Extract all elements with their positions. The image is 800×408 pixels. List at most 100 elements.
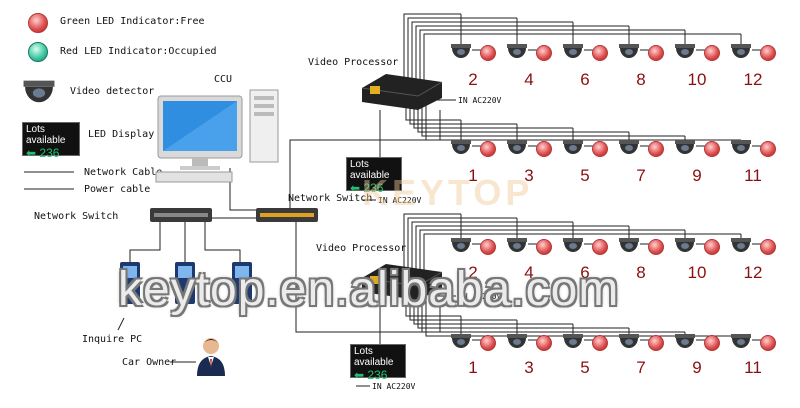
bay-led-indicator — [592, 45, 608, 61]
bay-led-indicator — [648, 141, 664, 157]
bay-bus-wire — [417, 290, 629, 329]
led-display-top: Lots available ⬅ 236 — [346, 157, 402, 195]
video-detector-icon — [731, 140, 751, 154]
bay-led-indicator — [648, 335, 664, 351]
bay-bus-wire — [409, 290, 517, 321]
video-detector-icon — [563, 140, 583, 154]
video-detector-icon — [731, 334, 751, 348]
display-title: Lots available — [26, 124, 66, 146]
bay-number: 2 — [468, 70, 478, 89]
display-value: ⬅ 236 — [26, 146, 60, 160]
vp-bottom-power-label: IN AC220V — [458, 292, 502, 301]
car-owner-icon — [197, 338, 225, 376]
watermark: keytop.en.alibaba.com — [118, 263, 620, 316]
bay-led-indicator — [704, 335, 720, 351]
bay-bus-wire — [403, 13, 461, 100]
video-processor-bottom-icon — [362, 264, 442, 300]
bay-number: 7 — [636, 166, 646, 185]
bay-bus-wire — [419, 29, 685, 100]
legend-network-cable-label: Network Cable — [84, 167, 163, 178]
display-title: Lots available — [350, 159, 390, 181]
bay-led-indicator — [648, 239, 664, 255]
bay-number: 1 — [468, 166, 478, 185]
inquire-pc-icon — [175, 262, 195, 304]
bay-bus-wire — [425, 100, 741, 141]
video-detector-icon — [451, 238, 471, 252]
video-detector-icon — [675, 44, 695, 58]
bay-number: 9 — [692, 166, 702, 185]
network-switch-left-icon — [150, 208, 212, 222]
bay-number: 3 — [524, 358, 534, 377]
video-detector-icon — [675, 140, 695, 154]
bay-number: 8 — [636, 263, 646, 282]
bay-led-indicator — [648, 45, 664, 61]
video-detector-icon — [563, 238, 583, 252]
network-switch-left-label: Network Switch — [34, 211, 119, 222]
bay-number: 8 — [636, 70, 646, 89]
bay-number: 7 — [636, 358, 646, 377]
bay-number: 3 — [524, 166, 534, 185]
bay-number: 1 — [468, 358, 478, 377]
video-detector-icon — [619, 334, 639, 348]
bay-led-indicator — [480, 239, 496, 255]
bay-bus-wire — [415, 25, 629, 100]
video-detector-icon — [675, 334, 695, 348]
bay-led-indicator — [704, 141, 720, 157]
legend-led-display: Lots available ⬅ 236 — [22, 122, 80, 160]
bay-bus-wire — [411, 221, 573, 290]
display-count: 236 — [39, 146, 60, 160]
video-detector-icon — [731, 238, 751, 252]
video-detector-icon — [675, 238, 695, 252]
bay-bus-wire — [423, 33, 741, 100]
bay-led-indicator — [704, 45, 720, 61]
ccu-label: CCU — [214, 74, 233, 85]
legend-green-led-icon — [28, 13, 48, 33]
bay-bus-wire — [403, 213, 461, 290]
video-processor-top-label: Video Processor — [308, 57, 399, 68]
bay-led-indicator — [760, 239, 776, 255]
cable-switch-kiosk-3 — [204, 222, 241, 262]
legend-power-cable-label: Power cable — [84, 184, 151, 195]
network-switch-main-label: Network Switch — [288, 193, 373, 204]
bay-led-indicator — [536, 239, 552, 255]
bay-number: 12 — [743, 70, 763, 89]
bay-number: 12 — [743, 263, 763, 282]
video-processor-top-icon — [362, 74, 442, 110]
video-detector-icon — [507, 140, 527, 154]
video-detector-icon — [563, 44, 583, 58]
bay-number: 4 — [524, 263, 534, 282]
legend-led-display-label: LED Display — [88, 129, 155, 140]
legend-green-led-label: Green LED Indicator:Free — [60, 16, 205, 27]
car-owner-label: Car Owner — [122, 357, 177, 368]
bay-number: 9 — [692, 358, 702, 377]
bay-led-indicator — [480, 45, 496, 61]
bay-bus-wire — [421, 100, 685, 137]
display-count: 236 — [363, 181, 384, 195]
vp-top-power-label: IN AC220V — [458, 96, 502, 105]
bay-bus-wire — [405, 290, 461, 317]
bay-led-indicator — [592, 239, 608, 255]
bay-number: 10 — [687, 263, 707, 282]
legend-video-detector-icon — [23, 80, 55, 103]
bay-bus-wire — [407, 17, 517, 100]
video-processor-bottom-label: Video Processor — [316, 243, 407, 254]
led-display-bottom: Lots available ⬅ 236 — [350, 344, 406, 382]
video-detector-icon — [619, 238, 639, 252]
legend-red-led-label: Red LED Indicator:Occupied — [60, 46, 217, 57]
bay-led-indicator — [592, 141, 608, 157]
video-detector-icon — [451, 334, 471, 348]
video-detector-icon — [731, 44, 751, 58]
ccu-computer-icon — [155, 89, 279, 183]
video-detector-icon — [507, 334, 527, 348]
bay-number: 6 — [580, 70, 590, 89]
bay-number: 10 — [687, 70, 707, 89]
bay-led-indicator — [480, 141, 496, 157]
video-detector-icon — [619, 44, 639, 58]
display-title: Lots available — [354, 346, 394, 368]
display-value: ⬅ 236 — [354, 368, 388, 382]
bay-led-indicator — [760, 335, 776, 351]
bay-number: 5 — [580, 358, 590, 377]
legend-video-detector-label: Video detector — [70, 86, 155, 97]
bay-bus-wire — [407, 217, 517, 290]
inquire-pc-label: Inquire PC — [82, 334, 143, 345]
